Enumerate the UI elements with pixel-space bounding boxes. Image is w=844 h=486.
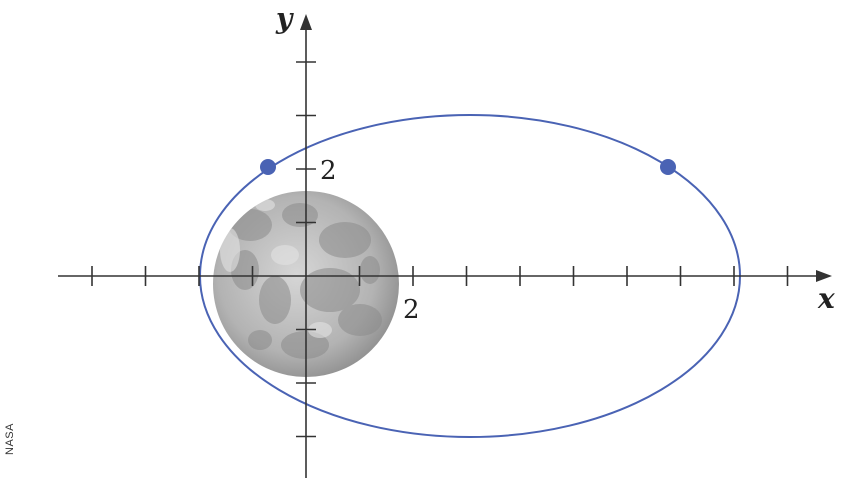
y-axis-ticks: [296, 61, 316, 438]
y-axis-arrow-icon: [300, 14, 312, 30]
y-axis-label: y: [275, 2, 294, 35]
x-tick-label-2: 2: [403, 295, 420, 325]
image-credit: NASA: [4, 423, 16, 455]
satellite-dot-left: [260, 159, 276, 175]
x-axis-arrow-icon: [816, 270, 832, 282]
x-axis-label: x: [817, 282, 835, 315]
y-tick-label-2: 2: [320, 156, 337, 186]
satellite-dot-right: [660, 159, 676, 175]
moon-craters: [228, 203, 382, 359]
y-axis: [296, 14, 316, 478]
moon: [213, 191, 399, 377]
x-axis-ticks: [91, 266, 789, 286]
x-axis: [58, 266, 832, 286]
moon-highlights: [220, 199, 332, 338]
